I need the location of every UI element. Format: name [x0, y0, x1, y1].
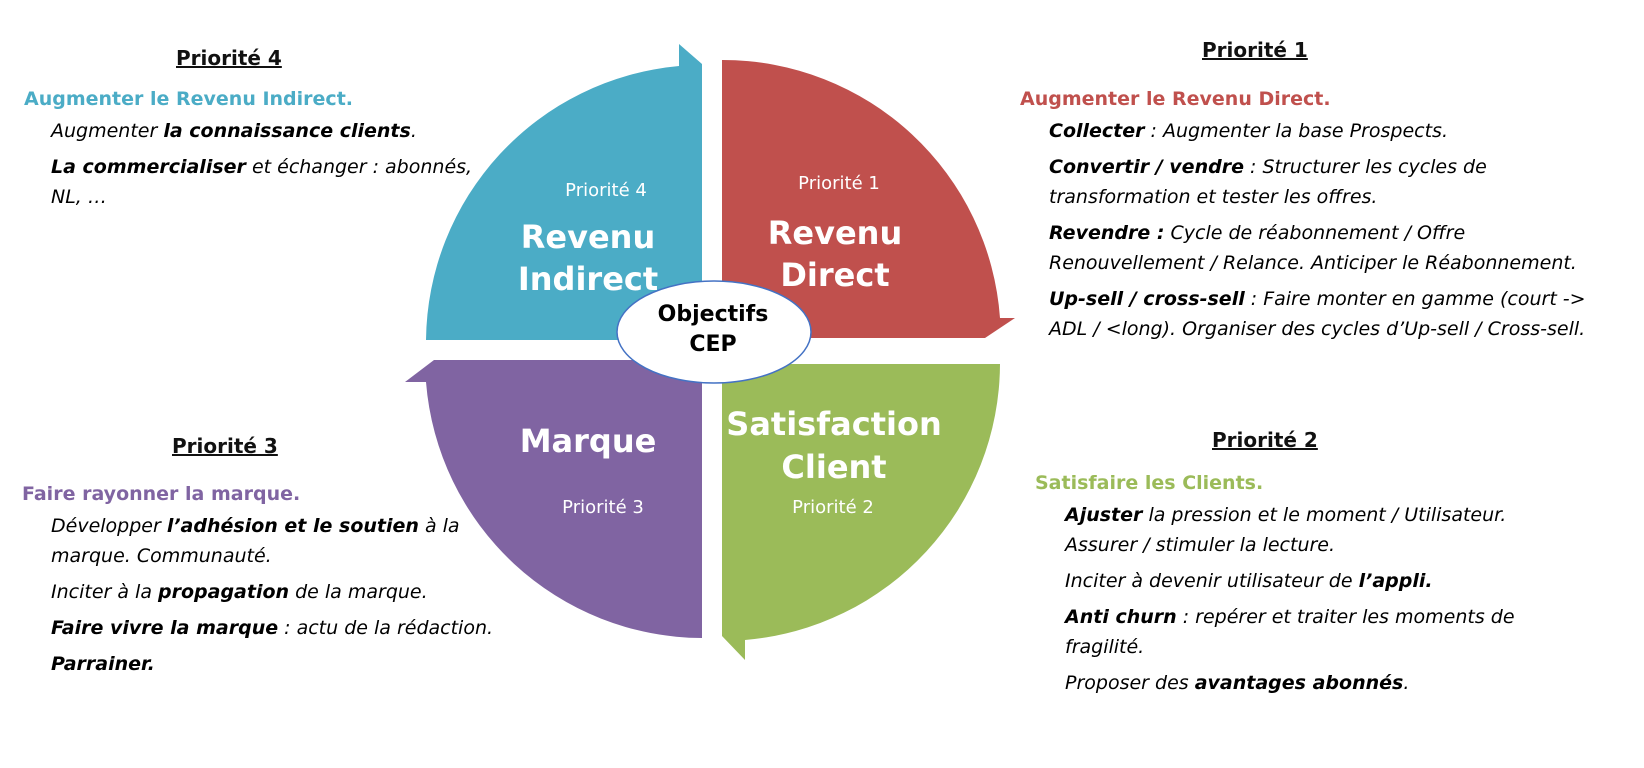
item-emphasis: Anti churn [1065, 606, 1177, 628]
item-text: de la marque. [289, 581, 428, 603]
quadrant-revenu-direct-priority: Priorité 1 [798, 173, 880, 194]
center-ellipse [616, 280, 812, 384]
item-text: Développer [51, 515, 167, 537]
item-text: : repérer et traiter les moments de frag… [1065, 606, 1515, 658]
quadrant-revenu-indirect-title-line1: Revenu [521, 218, 655, 256]
item-emphasis: Faire vivre la marque [51, 617, 279, 639]
panel-item: Up-sell / cross-sell : Faire monter en g… [1049, 284, 1620, 344]
panel-top-right-title: Augmenter le Revenu Direct. [1020, 88, 1331, 110]
quadrant-satisfaction-title-line1: Satisfaction [726, 405, 941, 443]
quadrant-revenu-indirect-priority: Priorité 4 [565, 180, 647, 201]
panel-item: Proposer des avantages abonnés. [1065, 668, 1535, 698]
panel-item: Inciter à devenir utilisateur de l’appli… [1065, 566, 1535, 596]
item-emphasis: la connaissance clients [163, 120, 411, 142]
panel-item: Parrainer. [51, 649, 502, 679]
panel-item: Ajuster la pression et le moment / Utili… [1065, 500, 1535, 560]
item-text: Cycle de réabonnement / Offre Renouvelle… [1049, 222, 1577, 274]
panel-top-left-title: Augmenter le Revenu Indirect. [24, 88, 353, 110]
item-text: . [1403, 672, 1410, 694]
center-label-line2: CEP [689, 332, 736, 357]
panel-top-left-items: Augmenter la connaissance clients. La com… [24, 116, 474, 212]
panel-top-right-items: Collecter : Augmenter la base Prospects.… [1020, 116, 1640, 344]
item-emphasis: avantages abonnés [1194, 672, 1404, 694]
panel-bottom-right: Satisfaire les Clients. Ajuster la press… [1035, 472, 1535, 704]
quadrant-satisfaction-title-line2: Client [781, 448, 886, 486]
item-emphasis: Collecter [1049, 120, 1145, 142]
item-text: : Structurer les cycles de transformatio… [1049, 156, 1487, 208]
quadrant-revenu-direct [722, 59, 1015, 339]
panel-top-right-heading: Priorité 1 [1202, 38, 1308, 62]
item-emphasis: Ajuster [1065, 504, 1143, 526]
quadrant-marque-priority: Priorité 3 [562, 497, 644, 518]
panel-item: Convertir / vendre : Structurer les cycl… [1049, 152, 1620, 212]
quadrant-marque-title: Marque [520, 422, 657, 460]
panel-bottom-left: Faire rayonner la marque. Développer l’a… [22, 483, 502, 685]
panel-item: Développer l’adhésion et le soutien à la… [51, 511, 502, 571]
item-emphasis: Convertir / vendre [1049, 156, 1244, 178]
quadrant-revenu-indirect-title-line2: Indirect [518, 260, 658, 298]
item-text: Augmenter [51, 120, 164, 142]
panel-bottom-right-title: Satisfaire les Clients. [1035, 472, 1264, 494]
quadrant-satisfaction-priority: Priorité 2 [792, 497, 874, 518]
item-emphasis: Up-sell / cross-sell [1049, 288, 1245, 310]
panel-bottom-right-items: Ajuster la pression et le moment / Utili… [1035, 500, 1535, 698]
quadrant-revenu-direct-title-line2: Direct [780, 256, 889, 294]
panel-item: La commercialiser et échanger : abonnés,… [51, 152, 474, 212]
item-text: : Augmenter la base Prospects. [1144, 120, 1448, 142]
panel-top-left-heading: Priorité 4 [176, 46, 282, 70]
item-emphasis: Revendre : [1049, 222, 1165, 244]
item-text: à la marque. Communauté. [51, 515, 460, 567]
panel-item: Inciter à la propagation de la marque. [51, 577, 502, 607]
item-text: Proposer des [1065, 672, 1195, 694]
quadrant-satisfaction-client [722, 364, 1000, 660]
item-text: la pression et le moment / Utilisateur. … [1065, 504, 1507, 556]
panel-item: Anti churn : repérer et traiter les mome… [1065, 602, 1535, 662]
panel-bottom-left-heading: Priorité 3 [172, 434, 278, 458]
panel-top-right: Augmenter le Revenu Direct. Collecter : … [1020, 88, 1640, 350]
item-emphasis: La commercialiser [51, 156, 246, 178]
panel-bottom-left-title: Faire rayonner la marque. [22, 483, 301, 505]
panel-bottom-right-heading: Priorité 2 [1212, 428, 1318, 452]
quadrant-marque [405, 360, 702, 638]
item-text: . [410, 120, 417, 142]
item-emphasis: Parrainer. [51, 653, 155, 675]
panel-item: Collecter : Augmenter la base Prospects. [1049, 116, 1620, 146]
item-text: et échanger : abonnés, NL, … [51, 156, 473, 208]
panel-item: Revendre : Cycle de réabonnement / Offre… [1049, 218, 1620, 278]
center-label-line1: Objectifs [658, 302, 769, 327]
item-text: : Faire monter en gamme (court -> ADL / … [1049, 288, 1586, 340]
item-text: : actu de la rédaction. [278, 617, 494, 639]
item-emphasis: propagation [158, 581, 290, 603]
panel-top-left: Augmenter le Revenu Indirect. Augmenter … [24, 88, 474, 218]
item-emphasis: l’appli. [1358, 570, 1433, 592]
panel-item: Faire vivre la marque : actu de la rédac… [51, 613, 502, 643]
panel-bottom-left-items: Développer l’adhésion et le soutien à la… [22, 511, 502, 679]
quadrant-revenu-indirect [426, 44, 702, 340]
item-text: Inciter à la [51, 581, 159, 603]
item-text: Inciter à devenir utilisateur de [1065, 570, 1359, 592]
item-emphasis: l’adhésion et le soutien [166, 515, 419, 537]
panel-item: Augmenter la connaissance clients. [51, 116, 474, 146]
quadrant-revenu-direct-title-line1: Revenu [768, 214, 902, 252]
